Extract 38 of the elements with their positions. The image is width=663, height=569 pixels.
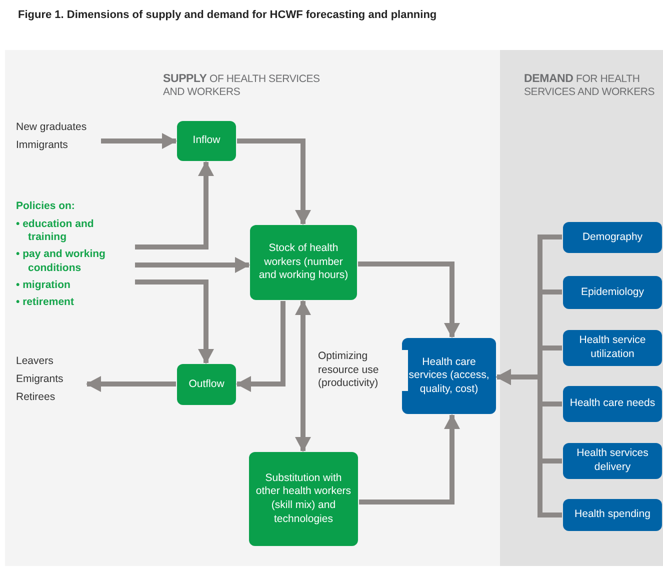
flow-label: New graduates: [16, 121, 88, 133]
arrow: [86, 376, 176, 392]
policy-item: • migration: [16, 278, 72, 292]
process-box: Health care services (access, quality, cost): [402, 338, 496, 414]
flow-label: Immigrants: [16, 139, 69, 151]
process-box: Outflow: [177, 364, 236, 405]
panel-background: [5, 50, 500, 566]
panel-heading: DEMAND FOR HEALTH SERVICES AND WORKERS: [524, 72, 656, 100]
arrow: [237, 138, 311, 225]
panel-background: [500, 50, 663, 566]
arrow: [101, 133, 177, 149]
edge-label: Optimizing resource use (productivity): [318, 350, 408, 391]
process-box: Epidemiology: [563, 276, 662, 309]
policy-item: • education and training: [16, 218, 95, 244]
panel-heading: SUPPLY OF HEALTH SERVICES AND WORKERS: [163, 72, 321, 100]
policy-item: • retirement: [16, 296, 75, 309]
process-box: Health service utilization: [563, 330, 662, 366]
policy-item: • pay and working conditions: [16, 248, 106, 275]
arrow: [295, 300, 311, 452]
arrow: [135, 257, 250, 273]
process-box: Stock of health workers (number and working hours): [250, 225, 357, 300]
policy-heading: Policies on:: [16, 200, 76, 214]
arrow: [236, 301, 286, 392]
process-box: Health care needs: [563, 386, 662, 422]
flow-label: Leavers: [16, 355, 54, 367]
arrow: [496, 369, 562, 518]
arrow: [135, 280, 214, 364]
process-box: Inflow: [177, 121, 236, 161]
process-box: Health spending: [563, 499, 662, 531]
figure-title: Figure 1. Dimensions of supply and demand for HCWF forecasting and planning: [18, 9, 437, 21]
flow-label: Emigrants: [16, 373, 64, 385]
process-box: Health services delivery: [563, 443, 662, 479]
arrow: [359, 414, 460, 504]
arrow: [358, 262, 460, 338]
process-box: Demography: [563, 222, 662, 253]
flow-label: Retirees: [16, 391, 56, 403]
process-box: Substitution with other health workers (skill mix) and technologies: [249, 452, 358, 546]
arrow: [135, 161, 214, 250]
